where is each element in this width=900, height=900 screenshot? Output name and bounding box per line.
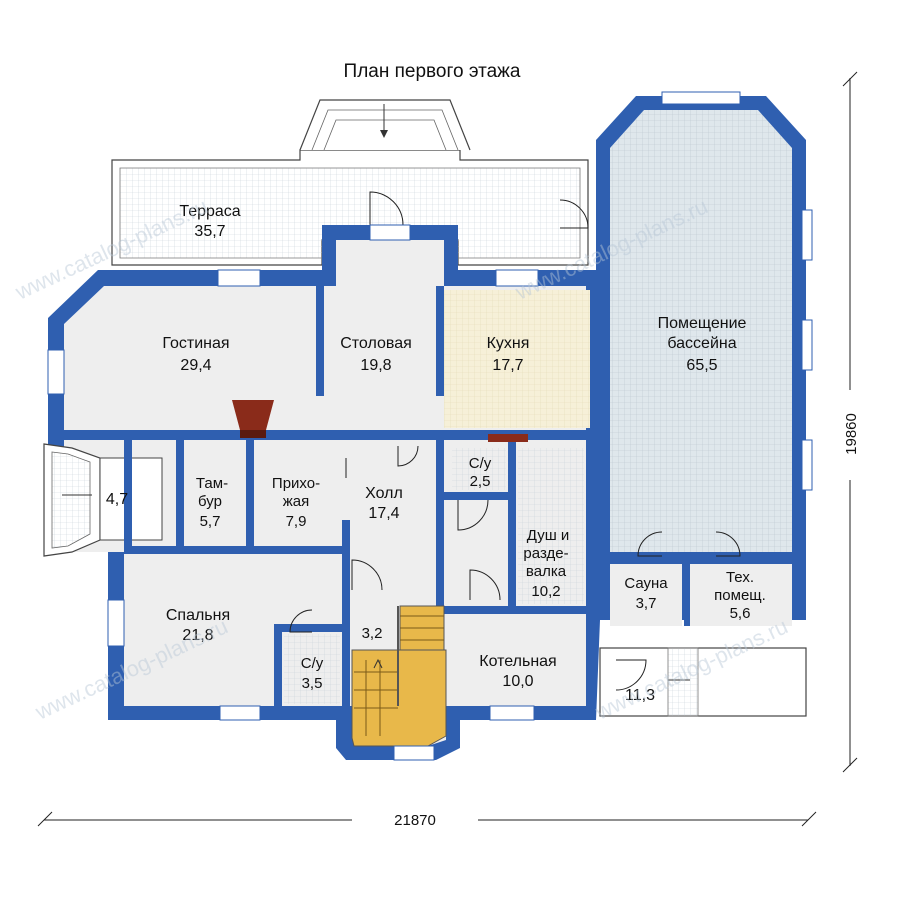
doors — [289, 191, 741, 691]
shower-floor — [518, 448, 584, 604]
terrace — [111, 99, 589, 266]
hallway-area: 7,9 — [286, 513, 307, 530]
kitchen-name: Кухня — [487, 335, 530, 352]
boiler-name: Котельная — [479, 653, 556, 670]
wc2-floor — [284, 634, 340, 704]
shower-name-line1: Душ и — [527, 527, 570, 544]
vestibule-name-line2: бур — [198, 493, 222, 510]
porch-left-area: 4,7 — [106, 491, 128, 508]
kitchen-floor — [444, 290, 590, 428]
living-name: Гостиная — [162, 335, 229, 352]
pool-name-line1: Помещение — [658, 315, 747, 332]
living-area: 29,4 — [180, 357, 211, 374]
vestibule-name-line1: Там- — [196, 475, 228, 492]
stove — [488, 434, 528, 442]
porch-left — [43, 443, 163, 557]
terrace-name: Терраса — [179, 203, 240, 220]
fireplace — [232, 400, 274, 438]
shower-area: 10,2 — [531, 583, 560, 600]
staircase — [351, 605, 447, 747]
dining-name: Столовая — [340, 335, 412, 352]
interior-walls — [64, 286, 586, 706]
hallway-name-line2: жая — [283, 493, 310, 510]
kitchen-area: 17,7 — [492, 357, 523, 374]
wc1-name: С/у — [469, 455, 492, 472]
boiler-area: 10,0 — [502, 673, 533, 690]
wc2-name: С/у — [301, 655, 324, 672]
plan-title: План первого этажа — [344, 61, 521, 82]
windows — [47, 224, 539, 761]
pool-area: 65,5 — [686, 357, 717, 374]
wc1-area: 2,5 — [470, 473, 491, 490]
wc2-area: 3,5 — [302, 675, 323, 692]
sauna-name: Сауна — [624, 575, 668, 592]
vestibule-area: 5,7 — [200, 513, 221, 530]
room-labels: Терраса 35,7 Гостиная 29,4 Столовая 19,8… — [106, 203, 766, 704]
tech-name-line1: Тех. — [726, 569, 754, 586]
porch-right — [599, 647, 807, 717]
terrace-area: 35,7 — [194, 223, 225, 240]
pool-wing — [596, 91, 813, 626]
sauna-area: 3,7 — [636, 595, 657, 612]
shower-name-line3: валка — [526, 563, 567, 580]
hall-name: Холл — [365, 485, 403, 502]
tech-name-line2: помещ. — [714, 587, 766, 604]
bedroom-name: Спальня — [166, 607, 230, 624]
hall-area: 17,4 — [368, 505, 399, 522]
hallway-name-line1: Прихо- — [272, 475, 320, 492]
tech-area: 5,6 — [730, 605, 751, 622]
shower-name-line2: разде- — [523, 545, 568, 562]
pool-name-line2: бассейна — [667, 335, 736, 352]
wc1-floor — [452, 448, 506, 490]
width-label: 21870 — [394, 812, 436, 829]
porch-right-area: 11,3 — [625, 687, 655, 704]
dimension-height: 19860 — [842, 71, 860, 773]
bedroom-area: 21,8 — [182, 627, 213, 644]
dining-area: 19,8 — [360, 357, 391, 374]
dimension-width: 21870 — [37, 811, 817, 829]
height-label: 19860 — [843, 413, 860, 455]
stairs-area: 3,2 — [362, 625, 383, 642]
